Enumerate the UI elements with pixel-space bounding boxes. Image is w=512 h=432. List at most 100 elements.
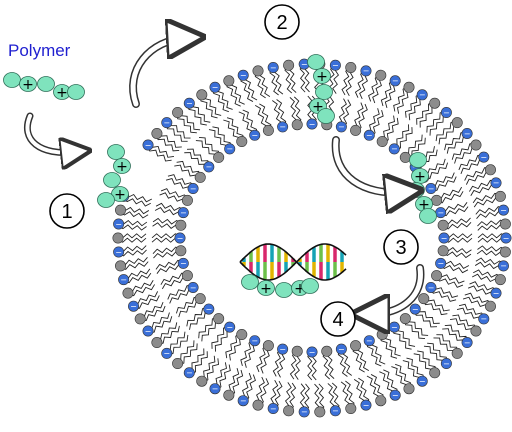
svg-text:−: − [392,77,399,86]
svg-text:−: − [500,206,507,215]
svg-text:−: − [391,323,398,332]
lipid [112,232,147,244]
svg-text:−: − [480,315,487,324]
lipid [115,256,149,272]
lipid: − [161,117,191,142]
svg-text:−: − [363,67,370,76]
lipid [321,345,335,380]
lipid [196,355,219,387]
svg-text:−: − [428,184,435,193]
lipid [340,380,357,414]
lipid [289,96,303,131]
lipid [151,322,180,349]
step-3-label: 3 [395,237,406,259]
lipid: − [167,281,199,304]
svg-text:−: − [145,327,152,336]
lipid: − [161,331,189,359]
lipid [399,313,429,339]
lipid [115,204,150,219]
svg-text:−: − [301,408,308,417]
lipid: − [456,303,490,325]
lipid [350,340,370,373]
dna-helix [239,243,347,281]
lipid [160,270,193,290]
lipid: − [442,324,473,349]
lipid [151,127,182,152]
lipid [451,139,482,164]
lipid: − [113,245,147,258]
polymer-chains: ++++++++++ [3,54,437,298]
lipid [376,115,399,147]
lipid: − [467,281,502,299]
svg-text:−: − [338,345,345,354]
lipid: − [183,97,211,126]
lipid [416,97,441,128]
lipid [314,383,326,418]
svg-text:+: + [260,281,272,297]
lipid [462,292,496,312]
lipid [172,340,198,369]
svg-text:−: − [177,234,184,243]
lipid: − [113,218,148,231]
free-polymer-chain: ++ [3,72,85,101]
lipid: − [444,127,473,154]
lipid [223,75,245,107]
lipid [413,350,441,379]
lipid: − [211,321,236,352]
lipid [195,137,225,163]
lipid: − [458,151,490,175]
svg-text:−: − [190,184,197,193]
svg-text:−: − [301,60,308,69]
lipid [433,334,463,359]
lipid: − [165,174,199,195]
lipid: − [155,257,189,274]
svg-text:−: − [226,145,233,154]
lipid: − [184,148,215,173]
arrow-polymer-to-step1 [23,112,80,157]
lipid: − [363,335,386,367]
lipid: − [409,303,440,328]
svg-text:−: − [186,369,193,378]
svg-text:−: − [251,337,258,346]
svg-text:−: − [443,108,450,117]
lipid [254,103,274,136]
svg-text:−: − [500,262,507,271]
svg-text:−: − [309,348,316,357]
svg-text:−: − [145,141,152,150]
lipid: − [237,69,258,102]
lipid: − [388,321,416,350]
lipid [449,314,482,337]
lipid [289,345,303,380]
polymer-step2: ++ [307,54,335,124]
svg-text:−: − [270,63,277,72]
svg-text:−: − [366,337,373,346]
lipid [418,293,450,316]
svg-text:−: − [205,305,212,314]
lipid: − [272,99,289,133]
lipid [152,245,187,259]
svg-text:−: − [412,305,419,314]
svg-text:−: − [120,275,127,284]
lipid: − [335,343,352,377]
svg-text:+: + [56,85,68,101]
svg-text:−: − [428,283,435,292]
lipid: − [267,62,284,96]
lipid [283,382,297,417]
lipid: − [475,204,509,220]
step-1-label: 1 [61,201,72,223]
svg-text:−: − [180,208,187,217]
svg-text:−: − [332,61,339,70]
lipid [198,313,225,342]
lipid: − [388,124,413,155]
lipid-bilayer: −−−−−−−−−−−−−−−−−−−−−−−−−−−−−−−−−−−−−−−−… [112,58,512,418]
svg-text:−: − [163,118,170,127]
lipid: − [208,126,236,155]
lipid: − [423,342,452,369]
lipid: − [380,75,401,109]
lipid [350,102,368,136]
lipid [225,329,248,361]
svg-text:+: + [312,99,324,115]
lipid [283,59,297,94]
lipid: − [238,109,261,141]
